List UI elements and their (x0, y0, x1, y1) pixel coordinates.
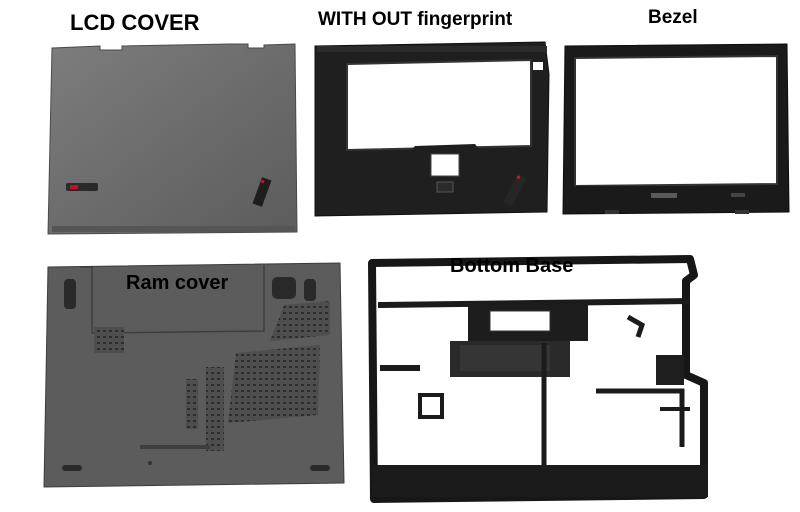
palmrest-photo: WITH OUT fingerprint (305, 0, 555, 245)
ram-cover-photo: Ram cover (0, 245, 360, 512)
lid-logo-icon (66, 183, 98, 191)
bezel-caption: Bezel (648, 7, 698, 28)
ram-cover-image (43, 262, 345, 488)
bezel-photo: Bezel (555, 0, 800, 245)
thinkpad-logo-icon (503, 173, 527, 207)
vent-grille-icon (94, 301, 330, 451)
bottom-base-caption: Bottom Base (450, 255, 574, 277)
ram-cover-caption: Ram cover (126, 272, 229, 294)
palmrest-image (314, 41, 550, 217)
lenovo-logo-icon (651, 193, 677, 198)
lcd-cover-photo: LCD COVER (0, 0, 305, 245)
bezel-image (562, 43, 790, 215)
lcd-cover-image (47, 43, 298, 235)
bottom-base-image (368, 255, 708, 503)
lcd-cover-caption: LCD COVER (70, 10, 200, 35)
without-fingerprint-caption: WITH OUT fingerprint (318, 9, 513, 30)
rubber-foot-icon (62, 277, 330, 471)
thinkpad-logo-icon (252, 177, 272, 207)
bottom-base-photo: Bottom Base (360, 245, 800, 512)
